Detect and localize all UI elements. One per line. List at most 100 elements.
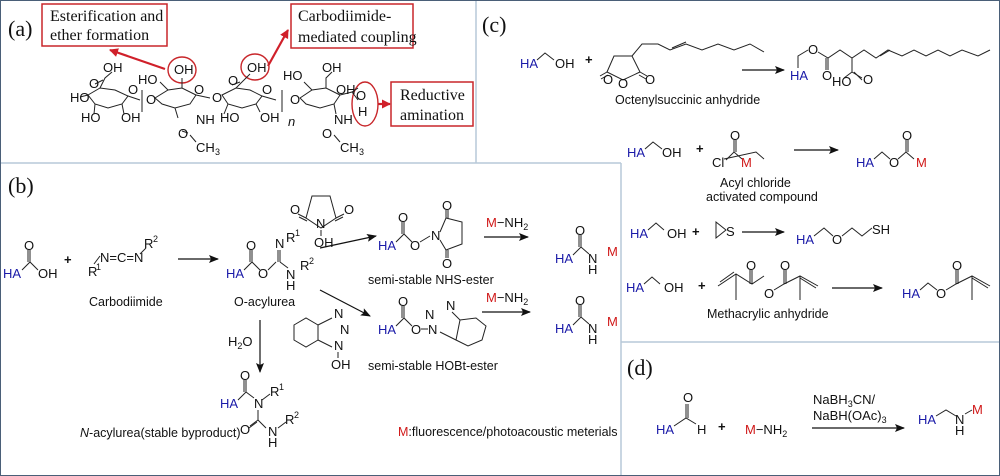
svg-text:N: N (588, 251, 597, 266)
svg-text:S: S (726, 224, 735, 239)
svg-text:2: 2 (153, 234, 158, 244)
svg-text:HA: HA (627, 145, 645, 160)
water-label: H2O (228, 334, 253, 351)
amine-reagent-bottom: M−NH2 (486, 290, 528, 307)
svg-text:O: O (398, 210, 408, 225)
svg-text:M: M (972, 402, 983, 417)
svg-text:O: O (290, 92, 300, 107)
svg-text:2: 2 (309, 256, 314, 266)
svg-text:M−NH2: M−NH2 (486, 290, 528, 307)
svg-text:M: M (741, 155, 752, 170)
svg-text:O: O (344, 202, 354, 217)
reaction-methacrylic: HA OH + O O O Methacrylic anhydride (626, 258, 829, 321)
svg-text:O: O (780, 258, 790, 273)
svg-text:O: O (442, 256, 452, 271)
svg-text:R: R (270, 384, 279, 399)
svg-text:OH: OH (667, 226, 687, 241)
svg-text:OH: OH (331, 357, 351, 372)
callout-reductive-line2: amination (400, 107, 464, 124)
callout-esterification-line1: Esterification and (50, 8, 163, 25)
svg-text:M: M (607, 244, 618, 259)
hobt-ester-caption: semi-stable HOBt-ester (368, 359, 498, 373)
svg-text:R: R (88, 264, 97, 279)
svg-text:HA: HA (790, 68, 808, 83)
reducing-agent-line2: NaBH(OAc)3 (813, 408, 887, 425)
svg-text:O: O (411, 322, 421, 337)
svg-text:1: 1 (279, 382, 284, 392)
svg-text:+: + (696, 141, 704, 156)
plus-sign-d: + (718, 419, 726, 434)
svg-text:HO: HO (832, 74, 852, 89)
svg-text:O: O (322, 126, 332, 141)
svg-text:O: O (603, 72, 613, 87)
svg-text:OH: OH (555, 56, 575, 71)
svg-text:O: O (356, 88, 366, 103)
svg-text:HA: HA (220, 396, 238, 411)
thiirane-product: HA O SH (796, 222, 890, 247)
svg-text:HA: HA (378, 322, 396, 337)
callout-reductive-box (390, 81, 474, 127)
svg-text:2: 2 (294, 410, 299, 420)
svg-text:OH: OH (121, 110, 141, 125)
arrow-to-hobt-ester (319, 289, 371, 317)
svg-text:Cl: Cl (712, 155, 724, 170)
svg-text:HA: HA (226, 266, 244, 281)
svg-text:R: R (285, 412, 294, 427)
ha-backbone-structure (79, 71, 359, 143)
reaction-acyl-chloride: HA OH + Cl O M Acyl chloride activated c… (627, 128, 818, 204)
nhs-ester-caption: semi-stable NHS-ester (368, 273, 494, 287)
arrow-to-carbodiimide (267, 29, 289, 67)
svg-text:N: N (588, 321, 597, 336)
acyl-caption-line1: Acyl chloride (720, 176, 791, 190)
svg-text:OH: OH (336, 82, 356, 97)
circle-oh-carboxyl (240, 53, 270, 81)
svg-text:OH: OH (103, 60, 123, 75)
svg-text:O: O (258, 266, 268, 281)
svg-text:N: N (425, 307, 434, 322)
svg-text:O: O (863, 72, 873, 87)
panel-c-label: (c) (482, 12, 506, 37)
svg-text:1: 1 (295, 228, 300, 238)
svg-text:O: O (89, 76, 99, 91)
svg-text:HA: HA (918, 412, 936, 427)
svg-text:N: N (955, 412, 964, 427)
svg-text:O: O (575, 293, 585, 308)
panel-b: (b) HA O OH + N=C=N R 1 R 2 Carbodiimide… (3, 173, 618, 450)
svg-text:O: O (575, 223, 585, 238)
amide-product-bottom: HA O N H M (555, 293, 618, 347)
svg-text:H: H (358, 104, 367, 119)
callout-esterification-box (41, 3, 168, 47)
svg-text:HO: HO (70, 90, 90, 105)
svg-text:HA: HA (630, 226, 648, 241)
n-acylurea-structure: HA O N R 1 O N H R 2 N-acylurea(stable b… (80, 368, 299, 450)
svg-text:H: H (697, 422, 706, 437)
hobt-reagent-structure: N N N OH (293, 306, 351, 372)
svg-text:N: N (446, 298, 455, 313)
svg-text:O: O (178, 126, 188, 141)
svg-text:O: O (128, 82, 138, 97)
n-acylurea-caption: N-acylurea(stable byproduct) (80, 426, 241, 440)
carbodiimide-structure: N=C=N R 1 R 2 Carbodiimide (88, 234, 163, 309)
panel-a: (a) Esterification and ether formation C… (8, 3, 474, 157)
panel-a-label: (a) (8, 16, 32, 41)
svg-text:HA: HA (3, 266, 21, 281)
svg-text:HA: HA (856, 155, 874, 170)
svg-text:+: + (698, 278, 706, 293)
svg-text:SH: SH (872, 222, 890, 237)
amine-reagent-top: M−NH2 (486, 215, 528, 232)
svg-text:O: O (730, 128, 740, 143)
panel-c: (c) HA OH + O O O Octenylsuccinic anhydr… (482, 12, 991, 321)
svg-text:M−NH2: M−NH2 (486, 215, 528, 232)
svg-text:N: N (334, 306, 343, 321)
svg-text:R: R (286, 230, 295, 245)
svg-text:CH: CH (340, 140, 359, 155)
methacrylic-caption: Methacrylic anhydride (707, 307, 829, 321)
svg-text:O: O (240, 368, 250, 383)
svg-text:N: N (254, 396, 263, 411)
svg-text:HA: HA (520, 56, 538, 71)
svg-text:O: O (764, 286, 774, 301)
svg-text:N: N (275, 236, 284, 251)
svg-text:O: O (212, 90, 222, 105)
